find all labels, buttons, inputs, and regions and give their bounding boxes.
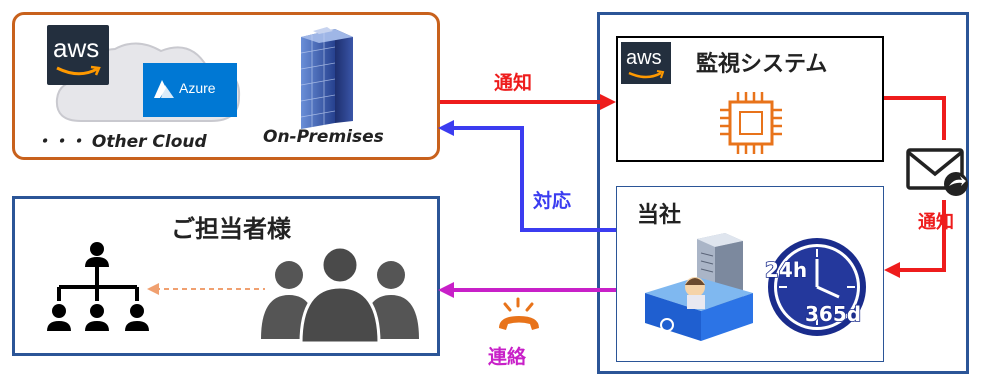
respond-arrow-head: [438, 120, 454, 136]
operator-server-icon: [645, 233, 753, 341]
aws-logo-small: aws: [621, 42, 671, 84]
company-title: 当社: [637, 203, 682, 228]
building-icon: [300, 27, 353, 129]
azure-icon: [154, 80, 174, 98]
clock-24h-365d-icon: 24h 365d: [764, 238, 866, 336]
respond-label: 対応: [533, 190, 572, 212]
contact-label: 連絡: [488, 346, 527, 368]
customer-title: ご担当者様: [171, 215, 291, 243]
monitoring-system-box: aws 監視システム: [616, 36, 884, 162]
clock-24h-text: 24h: [765, 258, 807, 282]
cpu-chip-icon: [720, 92, 782, 154]
azure-logo-text: Azure: [179, 80, 216, 96]
monitoring-system-title: 監視システム: [696, 52, 828, 77]
mail-forward-icon: [906, 148, 968, 196]
aws-logo: aws: [47, 25, 109, 85]
notify-label-top: 通知: [494, 72, 533, 94]
people-group-icon: [261, 245, 419, 345]
other-cloud-label: ・・・ Other Cloud: [35, 132, 207, 152]
company-box: 当社 24h 365d: [616, 186, 884, 362]
aws-smile-icon: [56, 65, 101, 76]
clock-365d-text: 365d: [805, 302, 861, 326]
azure-logo: Azure: [143, 63, 237, 117]
aws-logo-small-text: aws: [626, 47, 662, 69]
phone-ringing-icon: [499, 297, 539, 330]
customer-box: ご担当者様: [12, 196, 440, 356]
respond-arrow-line: [450, 126, 616, 232]
contact-arrow-head: [438, 282, 454, 298]
notify-label-right: 通知: [918, 212, 954, 233]
org-chart-icon: [47, 242, 149, 331]
aws-smile-icon: [628, 70, 665, 79]
aws-logo-text: aws: [53, 33, 100, 63]
dashed-arrow-icon: [147, 283, 265, 295]
cloud-onprem-box: aws Azure ・・・ Other Cloud On-Premises: [12, 12, 440, 160]
on-premises-label: On-Premises: [263, 127, 384, 147]
